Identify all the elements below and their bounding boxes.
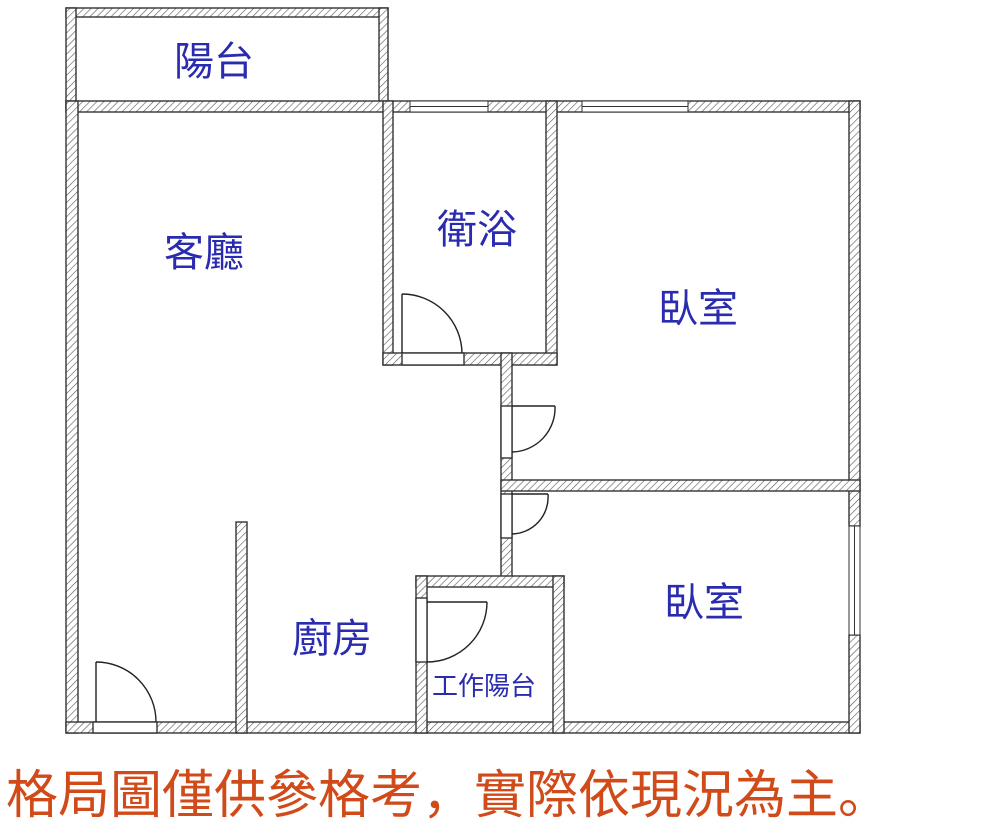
wall-bath-left — [382, 100, 394, 366]
wall-corridor — [500, 352, 513, 579]
wall-balcony-right — [378, 7, 389, 109]
wall-left — [65, 100, 79, 734]
wall-right-lower — [848, 634, 861, 734]
floor-plan — [65, 7, 861, 734]
door-service-balcony — [415, 597, 488, 663]
wall-balcony-left — [65, 7, 77, 109]
doors — [92, 293, 556, 734]
wall-balcony-top — [65, 7, 389, 18]
wall-right-upper — [848, 100, 861, 527]
room-label-kitchen: 廚房 — [292, 616, 372, 662]
wall-bath-right — [545, 100, 558, 366]
wall-bottom — [65, 721, 861, 734]
windows — [409, 100, 861, 636]
room-label-living-room: 客廳 — [164, 230, 244, 276]
disclaimer-note: 格局圖僅供參格考，實際依現況為主。 — [6, 766, 891, 826]
door-bedroom-2 — [500, 493, 549, 539]
room-label-bedroom-1: 臥室 — [658, 286, 738, 332]
wall-service-top — [415, 575, 565, 588]
wall-bedroom-divider — [500, 479, 861, 492]
door-entrance — [92, 661, 158, 734]
wall-kitchen-partition — [235, 521, 248, 734]
door-bedroom-1 — [500, 405, 556, 459]
door-bathroom — [401, 293, 465, 366]
wall-service-right — [552, 575, 565, 734]
room-label-balcony: 陽台 — [174, 39, 254, 85]
room-label-service-balcony: 工作陽台 — [432, 672, 537, 702]
room-label-bedroom-2: 臥室 — [664, 580, 744, 626]
room-label-bathroom: 衛浴 — [437, 207, 517, 253]
